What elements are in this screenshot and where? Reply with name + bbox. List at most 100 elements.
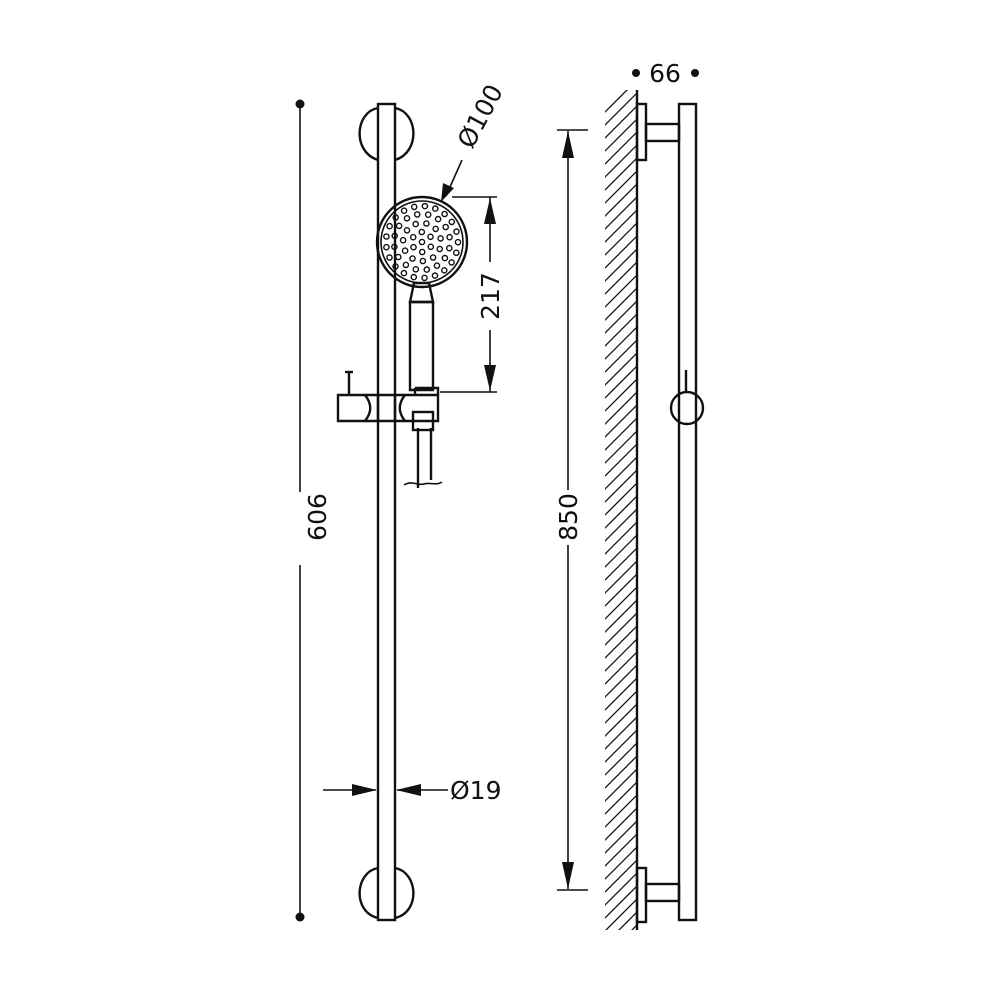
nozzle-dot <box>437 235 444 242</box>
nozzle-dot <box>386 222 393 230</box>
nozzle-dot <box>454 238 462 246</box>
nozzle-dot <box>410 243 417 251</box>
wall-hatch-line <box>605 872 637 906</box>
head-diameter-dimension: Ø100 <box>441 80 509 202</box>
nozzle-dot <box>410 273 418 281</box>
wall-hatch-line <box>605 495 637 529</box>
nozzle-dot <box>383 243 390 251</box>
nozzle-dot <box>403 226 411 234</box>
head-diameter-label: Ø100 <box>452 80 509 153</box>
nozzle-dot <box>400 269 408 277</box>
nozzle-dot <box>421 202 429 210</box>
nozzle-dot <box>392 263 399 270</box>
nozzle-dot <box>453 228 460 235</box>
nozzle-dot <box>429 254 437 261</box>
nozzle-dot <box>410 203 418 211</box>
wall-hatch-line <box>603 964 637 998</box>
nozzle-dot <box>424 211 432 218</box>
wall-hatch-line <box>605 196 637 230</box>
wall-hatch-line <box>605 651 637 685</box>
wall-hatch-line <box>605 521 637 555</box>
nozzle-dot <box>452 249 460 257</box>
wall-hatch-line <box>605 638 637 672</box>
nozzle-dot <box>423 220 430 227</box>
wall-hatch-line <box>605 846 637 880</box>
side-bottom-bracket <box>635 866 681 924</box>
nozzle-dot <box>392 214 400 221</box>
wall-hatch-line <box>605 768 637 802</box>
rail-diameter-label: Ø19 <box>450 776 502 805</box>
nozzle-dot <box>394 253 402 261</box>
wall-hatch-line <box>605 274 637 308</box>
nozzle-dot <box>412 265 420 273</box>
wall-hatch-line <box>605 248 637 282</box>
bottom-wall-bracket <box>358 866 415 920</box>
wall-hatch-line <box>605 612 637 646</box>
nozzle-dot <box>418 248 426 256</box>
wall-hatch-line <box>605 430 637 464</box>
wall-hatch-line <box>605 209 637 243</box>
nozzle-dot <box>431 272 439 279</box>
wall-hatch-line <box>605 716 637 750</box>
rail-diameter-dimension: Ø19 <box>323 776 502 805</box>
wall-hatch-line <box>605 625 637 659</box>
top-wall-bracket <box>358 106 415 162</box>
nozzle-dot <box>442 223 450 231</box>
wall-hatch-line <box>603 938 637 972</box>
wall-hatch-line <box>605 391 637 425</box>
wall-hatch-line <box>605 131 637 165</box>
slide-rail <box>376 102 397 922</box>
wall-hatch-line <box>605 833 637 867</box>
rail-length-dimension: 850 <box>554 129 588 891</box>
shower-head-nozzles <box>383 202 462 282</box>
wall-hatch-line <box>618 911 637 930</box>
wall-hatch-line <box>605 92 637 126</box>
nozzle-dot <box>448 259 455 266</box>
side-rail <box>677 102 698 922</box>
overall-height-dimension: 909 <box>295 99 331 922</box>
wall-hatch-line <box>605 859 637 893</box>
wall-hatch-line <box>605 261 637 295</box>
wall-hatch-line <box>605 222 637 256</box>
wall-section <box>603 90 639 998</box>
wall-hatch-line <box>605 781 637 815</box>
nozzle-dot <box>391 243 398 251</box>
rail-length-label: 850 <box>554 493 583 541</box>
wall-hatch-line <box>605 378 637 412</box>
wall-hatch-line <box>605 547 637 581</box>
wall-hatch-line <box>605 560 637 594</box>
nozzle-dot <box>418 228 426 236</box>
nozzle-dot <box>395 222 403 230</box>
nozzle-dot <box>386 254 393 261</box>
wall-hatch-line <box>605 326 637 360</box>
nozzle-dot <box>448 218 456 226</box>
wall-hatch-line <box>605 287 637 321</box>
wall-hatch-line <box>605 313 637 347</box>
nozzle-dot <box>433 262 441 270</box>
head-to-holder-dimension: 217 <box>440 196 505 393</box>
nozzle-dot <box>413 211 421 218</box>
nozzle-dot <box>440 266 448 274</box>
nozzle-dot <box>441 254 449 262</box>
wall-hatch-line <box>605 599 637 633</box>
wall-hatch-line <box>605 235 637 269</box>
nozzle-dot <box>446 233 453 241</box>
nozzle-dot <box>427 233 434 241</box>
nozzle-dot <box>423 266 431 273</box>
nozzle-dot <box>431 205 439 212</box>
wall-hatch-line <box>605 664 637 698</box>
wall-hatch-line <box>605 586 637 620</box>
wall-hatch-line <box>605 534 637 568</box>
nozzle-dot <box>403 214 411 222</box>
wall-hatch-line <box>605 729 637 763</box>
nozzle-dot <box>418 238 426 246</box>
head-to-holder-label: 217 <box>476 272 505 320</box>
wall-hatch-line <box>631 924 637 930</box>
wall-hatch-line <box>605 807 637 841</box>
nozzle-dot <box>441 210 448 218</box>
nozzle-dot <box>436 245 444 253</box>
nozzle-dot <box>409 233 417 241</box>
nozzle-dot <box>383 233 390 240</box>
slider-holder <box>336 370 440 423</box>
wall-hatch-line <box>605 573 637 607</box>
